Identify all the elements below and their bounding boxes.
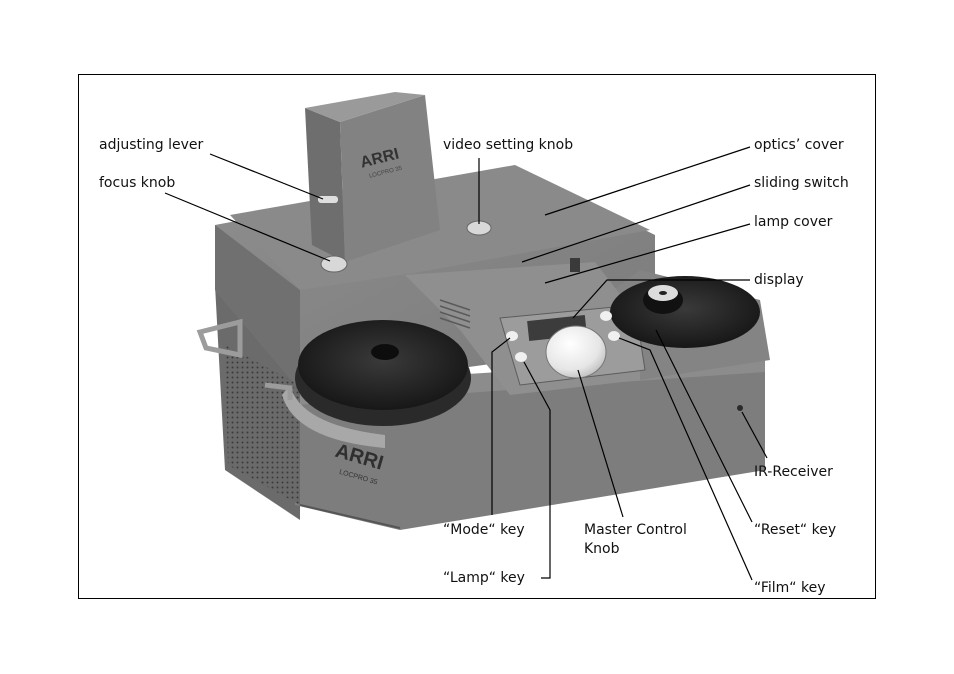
housing-side-shade [215,225,300,390]
label-optics-cover: optics’ cover [754,137,844,153]
lamp-key [515,352,527,362]
optics-head-top [305,92,425,122]
device: ARRI LOCPRO 35 ARRI LOCPRO 35 [196,92,770,530]
leader-adjusting-lever [209,153,324,200]
right-reel-hub-hole [659,291,667,295]
label-lamp-cover: lamp cover [754,214,833,230]
label-focus-knob: focus knob [99,175,176,191]
adjusting-lever [318,196,338,203]
leader-display [572,279,750,319]
figure-frame [78,74,876,599]
leader-reset-key [655,329,753,523]
label-master-control-knob-line2: Knob [584,541,620,557]
left-reel-hub [371,344,399,360]
leader-focus-knob [164,192,331,262]
film-key [608,331,620,341]
right-reel [610,276,760,348]
label-reset-key: “Reset“ key [754,522,837,538]
label-lamp-key: “Lamp“ key [443,570,525,586]
handle-left [196,318,243,359]
label-ir-receiver: IR-Receiver [754,464,833,480]
label-display: display [754,272,804,288]
left-reel [298,320,468,410]
ir-receiver [737,405,743,411]
sliding-switch [570,258,580,272]
label-mode-key: “Mode“ key [443,522,525,538]
leader-sliding-switch [521,184,751,263]
label-adjusting-lever: adjusting lever [99,137,204,153]
label-film-key: “Film“ key [754,580,826,596]
optics-head-front [340,95,440,262]
label-master-control-knob: Master Control Knob [584,521,687,559]
leader-optics-cover [544,146,751,216]
label-master-control-knob-line1: Master Control [584,522,687,538]
master-control-knob [545,325,607,379]
label-sliding-switch: sliding switch [754,175,849,191]
reset-key [600,311,612,321]
handle-front [264,382,293,400]
leader-lamp-cover [544,223,751,284]
leader-lines [164,146,768,581]
reel-guard [282,385,385,448]
label-video-setting-knob: video setting knob [443,137,574,153]
leader-lamp-key [523,361,551,579]
leader-master-control-knob [577,369,624,518]
optics-head-side [305,108,345,262]
leader-film-key [618,337,753,581]
leader-ir-receiver [741,411,768,459]
leader-mode-key [491,337,511,515]
base-edge [299,504,401,529]
console-vents [439,299,471,329]
